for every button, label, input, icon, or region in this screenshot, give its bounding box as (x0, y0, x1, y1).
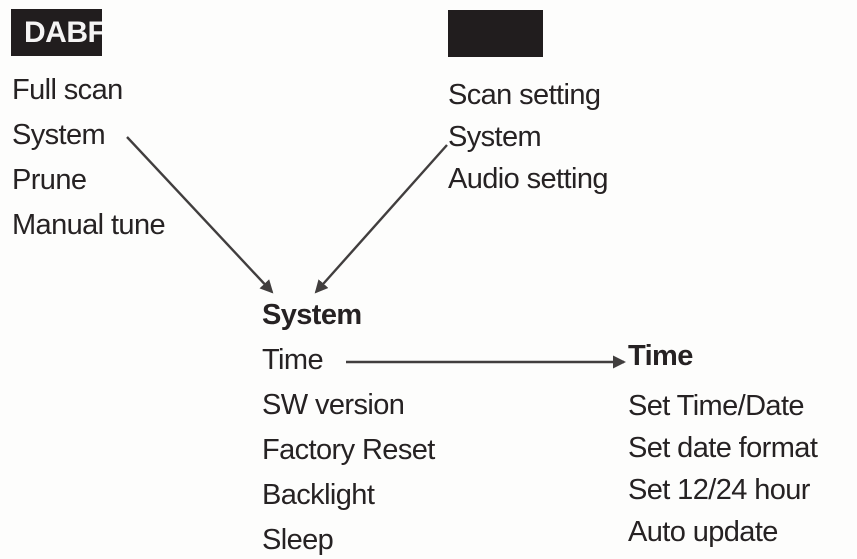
system-submenu-title: System (262, 299, 362, 331)
menu-item: System (448, 121, 542, 153)
menu-item: Backlight (262, 479, 375, 511)
menu-item: Set Time/Date (628, 390, 805, 422)
menu-item: SW version (262, 389, 405, 421)
menu-item: Manual tune (12, 209, 166, 241)
fm-mode-tab (448, 10, 543, 57)
dab-mode-tab-label: DABF (24, 15, 102, 49)
menu-item: Scan setting (448, 79, 601, 111)
menu-item: Set 12/24 hour (628, 474, 810, 506)
menu-item: Sleep (262, 524, 334, 556)
time-submenu-title: Time (628, 340, 693, 372)
menu-item: Prune (12, 164, 87, 196)
menu-item: Set date format (628, 432, 818, 464)
menu-item: Full scan (12, 74, 123, 106)
menu-item: Time (262, 344, 324, 376)
arrow-fm-system-to-system-menu (314, 144, 448, 294)
dab-mode-tab: DABF (11, 9, 102, 56)
menu-item: System (12, 119, 106, 151)
menu-item: Factory Reset (262, 434, 435, 466)
menu-item: Auto update (628, 516, 778, 548)
menu-item: Audio setting (448, 163, 608, 195)
